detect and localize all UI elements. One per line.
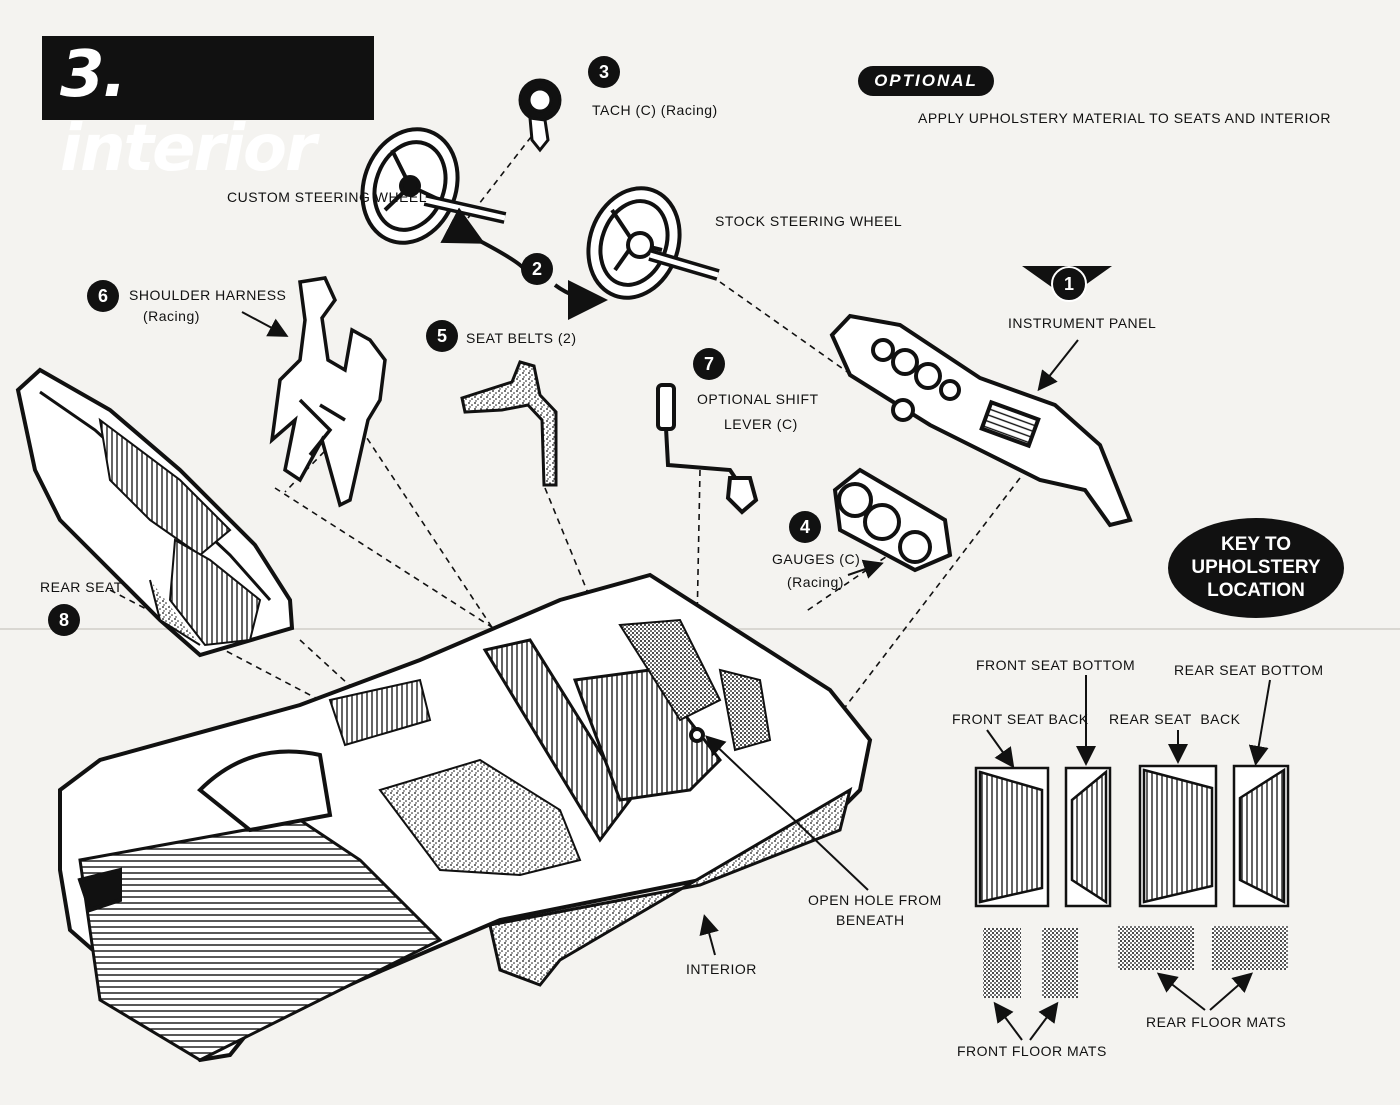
custom-steering-wheel-label: CUSTOM STEERING WHEEL: [227, 189, 428, 205]
step-2-badge: 2: [521, 253, 553, 285]
key-pointer-arrows: [986, 675, 1271, 1041]
upholstery-key-panels: [974, 764, 1290, 998]
instrument-panel-part: [829, 313, 1133, 528]
step-4-badge: 4: [789, 511, 821, 543]
seat-belts-label: SEAT BELTS (2): [466, 330, 577, 346]
step-1-badge: 1: [1051, 266, 1087, 302]
front-seat-bottom-label: FRONT SEAT BOTTOM: [976, 657, 1136, 673]
step-3-badge: 3: [588, 56, 620, 88]
rear-seat-label: REAR SEAT: [40, 579, 123, 595]
optional-note: APPLY UPHOLSTERY MATERIAL TO SEATS AND I…: [918, 110, 1332, 126]
instrument-panel-label: INSTRUMENT PANEL: [1008, 315, 1157, 331]
step-5-badge: 5: [426, 320, 458, 352]
rear-seat-bottom-label: REAR SEAT BOTTOM: [1174, 662, 1324, 678]
optional-badge: OPTIONAL: [858, 66, 994, 96]
gauges-label: GAUGES (C): [772, 551, 861, 567]
upholstery-key-badge: KEY TO UPHOLSTERY LOCATION: [1168, 518, 1344, 618]
step-6-badge: 6: [87, 280, 119, 312]
front-seat-back-label: FRONT SEAT BACK: [952, 711, 1089, 727]
front-floor-mats-label: FRONT FLOOR MATS: [957, 1043, 1107, 1059]
step-8-badge: 8: [48, 604, 80, 636]
section-title-box: 3. interior: [42, 36, 374, 186]
key-line-3: LOCATION: [1207, 580, 1305, 601]
tach-label: TACH (C) (Racing): [592, 102, 718, 118]
step-7-badge: 7: [693, 348, 725, 380]
rear-floor-mats-label: REAR FLOOR MATS: [1146, 1014, 1287, 1030]
seat-belt-part: [460, 360, 558, 487]
interior-tub-part: [58, 572, 873, 1063]
gauges-part: [832, 467, 953, 573]
gauges-racing-label: (Racing): [787, 574, 844, 590]
shift-lever-label-1: OPTIONAL SHIFT: [697, 391, 819, 407]
stock-steering-wheel-label: STOCK STEERING WHEEL: [715, 213, 903, 229]
custom-steering-wheel-part: [360, 127, 507, 245]
key-line-2: UPHOLSTERY: [1191, 557, 1321, 578]
open-hole-label-2: BENEATH: [836, 912, 905, 928]
section-title: 3. interior: [60, 38, 317, 186]
tach-part: [518, 78, 562, 153]
interior-label: INTERIOR: [686, 961, 757, 977]
shoulder-harness-label: SHOULDER HARNESS: [129, 287, 287, 303]
shift-lever-part: [656, 383, 759, 515]
rear-seat-back-label: REAR SEAT BACK: [1109, 711, 1241, 727]
shift-lever-label-2: LEVER (C): [724, 416, 798, 432]
shoulder-harness-racing-label: (Racing): [143, 308, 200, 324]
pointer-arrows: [241, 311, 1079, 956]
rear-seat-part: [15, 367, 295, 658]
key-line-1: KEY TO: [1220, 534, 1292, 555]
shoulder-harness-part: [269, 276, 387, 508]
stock-steering-wheel-part: [586, 186, 720, 300]
open-hole-label-1: OPEN HOLE FROM: [808, 892, 942, 908]
